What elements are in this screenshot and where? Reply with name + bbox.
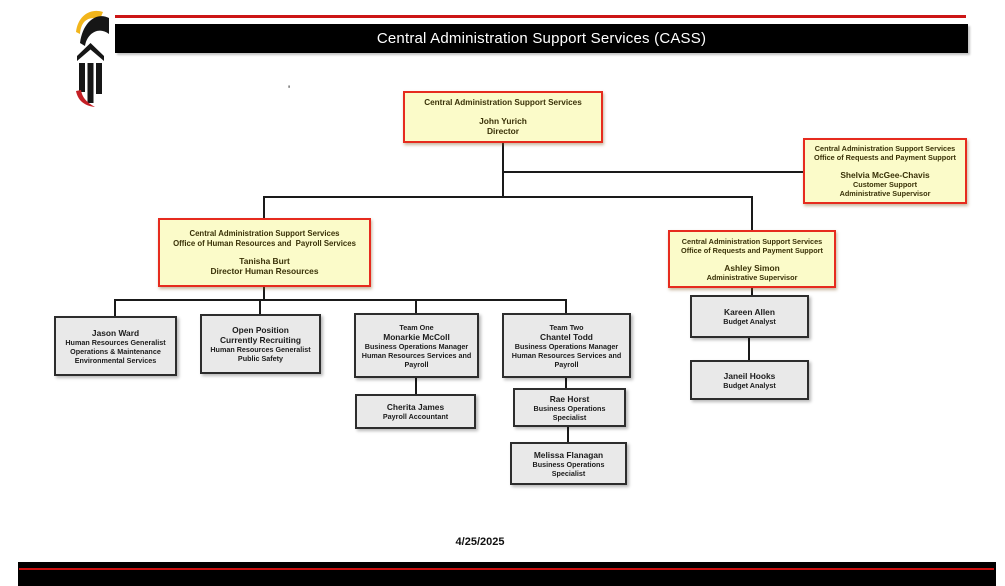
connector-line: [751, 196, 753, 230]
connector-line: [415, 378, 417, 394]
node-line: [807, 162, 963, 170]
node-line: Team Two: [549, 322, 584, 332]
node-line: Budget Analyst: [723, 380, 776, 390]
node-line: Rae Horst: [549, 393, 590, 404]
node-line: Payroll Accountant: [382, 412, 449, 421]
connector-line: [415, 299, 417, 313]
node-line: Central Administration Support Services: [189, 229, 340, 238]
node-line: Human Resources Generalist: [65, 337, 166, 347]
connector-line: [502, 171, 803, 173]
header-bar: Central Administration Support Services …: [115, 24, 968, 53]
connector-line: [114, 299, 567, 301]
node-line: Currently Recruiting: [220, 335, 301, 345]
node-line: John Yurich: [479, 116, 527, 126]
node-line: Payroll: [404, 359, 429, 369]
node-line: [672, 255, 832, 263]
node-line: Specialist: [551, 468, 586, 478]
connector-line: [259, 299, 261, 314]
connector-line: [502, 143, 504, 196]
stray-mark: ': [288, 84, 291, 94]
node-line: [407, 108, 599, 116]
node-line: Ashley Simon: [724, 262, 780, 273]
umb-logo-graphic: [76, 10, 109, 107]
revision-date: 4/25/2025: [455, 536, 505, 548]
node-line: Business Operations Manager: [514, 341, 619, 351]
connector-line: [263, 196, 265, 218]
node-line: Monarkie McColl: [383, 331, 450, 342]
node-line: Kareen Allen: [724, 307, 775, 317]
node-line: Public Safety: [237, 354, 284, 363]
node-line: Director: [486, 126, 520, 136]
node-line: Business Operations Manager: [364, 341, 469, 351]
node-line: Cherita James: [386, 402, 445, 412]
node-line: Administrative Supervisor: [839, 189, 931, 198]
node-line: Office of Requests and Payment Support: [814, 153, 956, 162]
node-line: Team One: [399, 322, 434, 332]
connector-line: [567, 427, 569, 442]
node-line: Melissa Flanagan: [533, 449, 604, 460]
node-line: Tanisha Burt: [239, 256, 290, 266]
connector-line: [263, 287, 265, 300]
node-line: Central Administration Support Services: [681, 236, 823, 246]
node-line: Central Administration Support Services: [814, 144, 956, 153]
node-line: Open Position: [232, 325, 289, 335]
connector-line: [565, 378, 567, 388]
page-title: Central Administration Support Services …: [376, 30, 707, 47]
node-line: Chantel Todd: [540, 331, 593, 342]
footer-bar: [18, 562, 996, 586]
connector-line: [751, 288, 753, 295]
node-line: Janeil Hooks: [723, 370, 776, 381]
node-line: Budget Analyst: [723, 317, 776, 326]
node-line: Shelvia McGee-Chavis: [840, 170, 930, 180]
node-line: Environmental Services: [74, 355, 157, 365]
connector-line: [263, 196, 753, 198]
node-line: Operations & Maintenance: [70, 346, 161, 356]
node-line: Human Resources Services and: [361, 350, 472, 360]
node-line: Office of Human Resources and Payroll Se…: [173, 238, 356, 248]
node-line: Business Operations: [533, 403, 606, 413]
node-line: Office of Requests and Payment Support: [681, 245, 823, 255]
node-line: Human Resources Generalist: [210, 345, 311, 354]
connector-line: [565, 299, 567, 313]
footer-accent-line: [19, 568, 994, 570]
node-line: [162, 248, 367, 256]
node-line: Payroll: [554, 359, 579, 369]
node-line: Central Administration Support Services: [424, 98, 582, 107]
node-line: Specialist: [552, 412, 587, 422]
node-line: Jason Ward: [91, 327, 140, 338]
node-line: Business Operations: [532, 459, 605, 469]
header-accent-line: [115, 15, 966, 18]
umb-logo: [70, 6, 110, 108]
node-line: Director Human Resources: [210, 266, 319, 276]
node-line: Customer Support: [852, 180, 918, 189]
node-line: Administrative Supervisor: [706, 272, 798, 282]
node-line: Human Resources Services and: [511, 350, 622, 360]
connector-line: [748, 338, 750, 360]
connector-line: [114, 299, 116, 316]
